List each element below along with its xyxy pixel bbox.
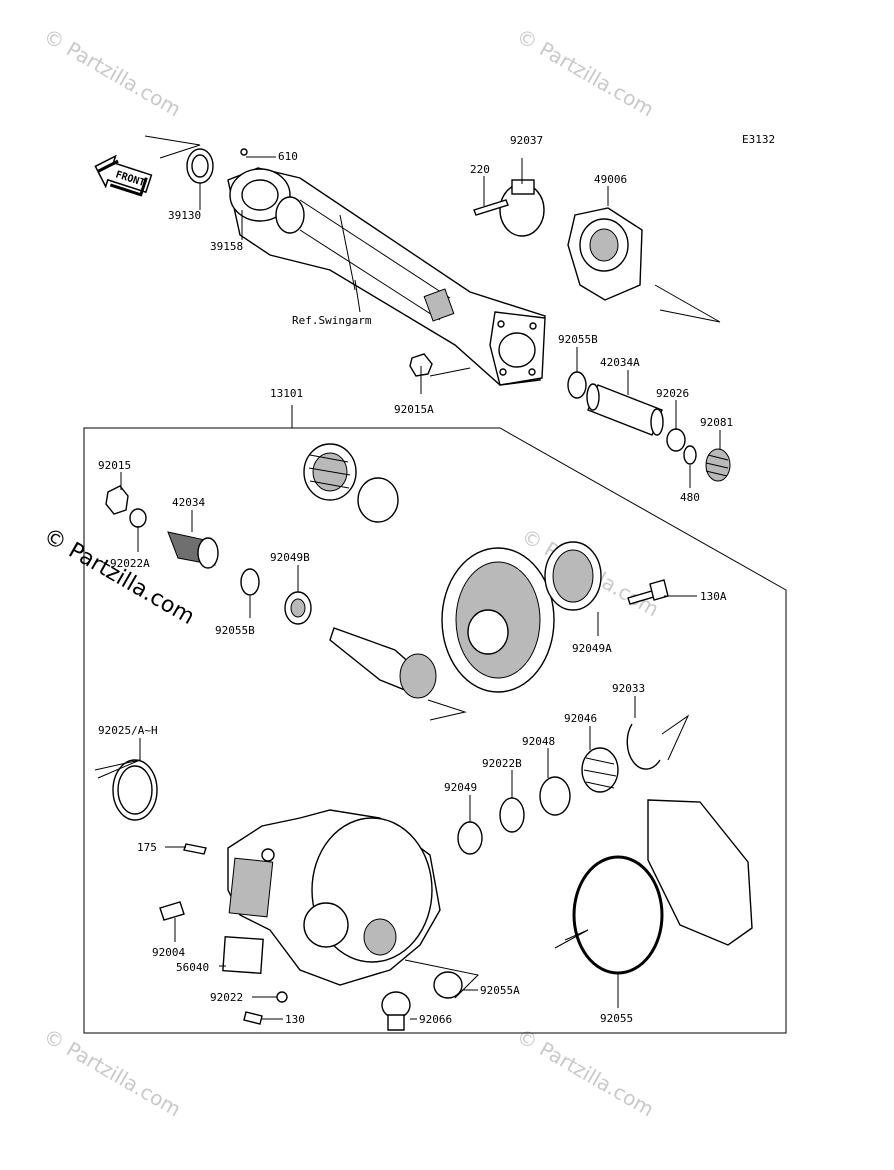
label-42034a: 42034A	[600, 356, 640, 369]
label-92049: 92049	[444, 781, 477, 794]
watermark-bottom-right: © Partzilla.com	[513, 1024, 659, 1122]
label-92033: 92033	[612, 682, 645, 695]
label-92022: 92022	[210, 991, 243, 1004]
label-56040: 56040	[176, 961, 209, 974]
label-39130: 39130	[168, 209, 201, 222]
label-92055: 92055	[600, 1012, 633, 1025]
label-92022b: 92022B	[482, 757, 522, 770]
label-92055b: 92055B	[215, 624, 255, 637]
watermark-top-right: © Partzilla.com	[513, 24, 659, 122]
label-92004: 92004	[152, 946, 185, 959]
label-92037: 92037	[510, 134, 543, 147]
label-92049b: 92049B	[270, 551, 310, 564]
label-220: 220	[470, 163, 490, 176]
label-92022a: 92022A	[110, 557, 150, 570]
label-175: 175	[137, 841, 157, 854]
label-92066: 92066	[419, 1013, 452, 1026]
label-92049a: 92049A	[572, 642, 612, 655]
front-arrow: FRONT	[94, 154, 153, 197]
label-480: 480	[680, 491, 700, 504]
top-leader-lines	[199, 156, 721, 488]
label-92048: 92048	[522, 735, 555, 748]
label-39158: 39158	[210, 240, 243, 253]
watermark-top-left: © Partzilla.com	[40, 24, 186, 122]
assembly-frame	[83, 427, 787, 1034]
label-49006: 49006	[594, 173, 627, 186]
label-92026: 92026	[656, 387, 689, 400]
label-92081: 92081	[700, 416, 733, 429]
part-labels: 610 39130 39158 92037 220 49006 92055B 4…	[98, 134, 733, 1026]
label-ref-swingarm: Ref.Swingarm	[292, 314, 372, 327]
label-92015: 92015	[98, 459, 131, 472]
label-92025: 92025/A~H	[98, 724, 158, 737]
label-92055a: 92055A	[480, 984, 520, 997]
label-92055b-top: 92055B	[558, 333, 598, 346]
label-610: 610	[278, 150, 298, 163]
label-13101: 13101	[270, 387, 303, 400]
swingarm-assembly	[144, 135, 731, 482]
final-drive-internals	[94, 443, 753, 1031]
label-92046: 92046	[564, 712, 597, 725]
watermark-bottom-left: © Partzilla.com	[40, 1024, 186, 1122]
diagram-code: E3132	[742, 133, 775, 146]
label-130a: 130A	[700, 590, 727, 603]
label-92015a: 92015A	[394, 403, 434, 416]
label-130: 130	[285, 1013, 305, 1026]
label-42034: 42034	[172, 496, 205, 509]
inner-leader-lines	[120, 472, 697, 1020]
